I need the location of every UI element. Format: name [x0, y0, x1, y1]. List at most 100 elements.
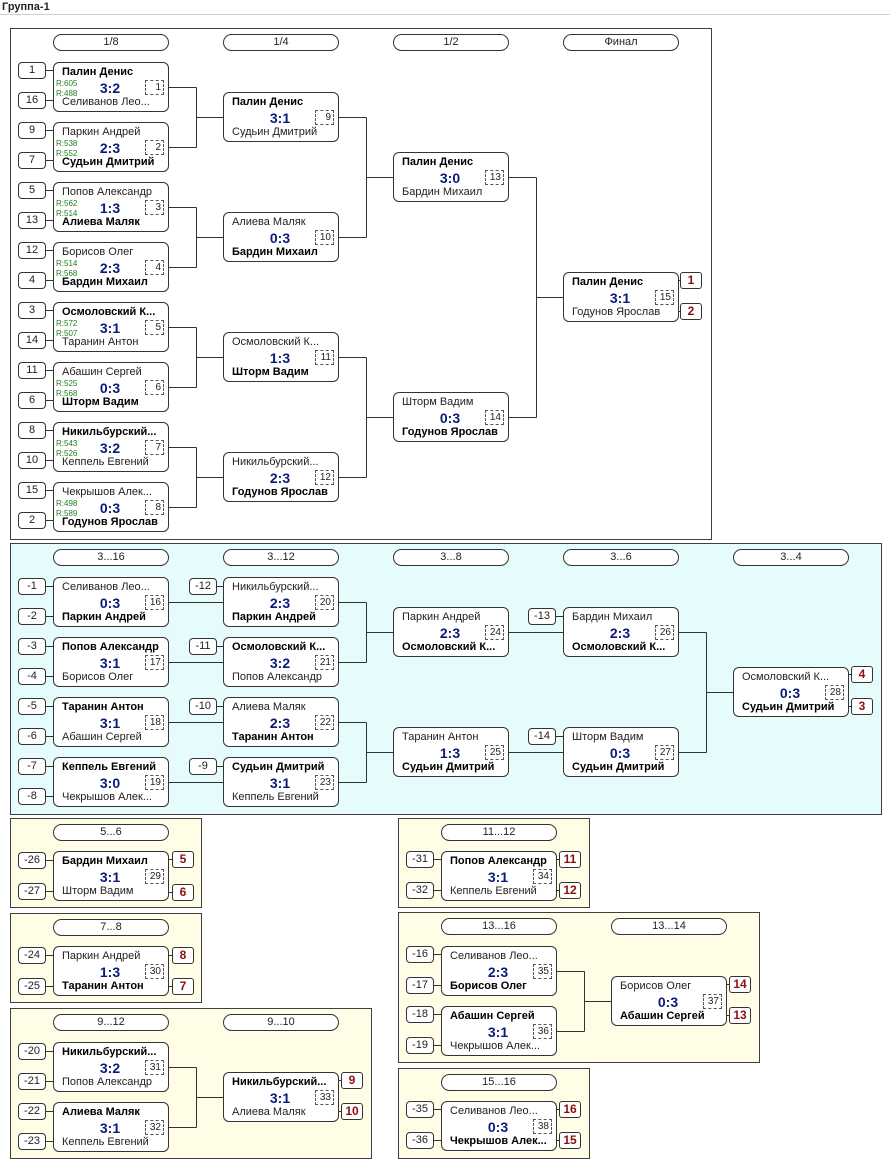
seed-box: 7: [18, 152, 46, 169]
match-number: 1: [145, 80, 164, 95]
match-number: 5: [145, 320, 164, 335]
match-score: 3:1: [99, 320, 121, 336]
round-header: 3...12: [223, 549, 339, 566]
player-2-name: Годунов Ярослав: [62, 516, 158, 528]
player-1-name: Палин Денис: [572, 276, 644, 288]
player-1-name: Осмоловский К...: [232, 336, 320, 348]
player-2-name: Судьин Дмитрий: [742, 701, 835, 713]
match-number: 10: [315, 230, 334, 245]
match-score: 0:3: [439, 410, 461, 426]
match-score: 3:1: [99, 655, 121, 671]
match-number: 11: [315, 350, 334, 365]
match-number: 33: [315, 1090, 334, 1105]
match-number: 32: [145, 1120, 164, 1135]
player-1-name: Никильбурский...: [62, 1046, 157, 1058]
seed-box: -18: [406, 1006, 434, 1023]
seed-box: 10: [18, 452, 46, 469]
match-number: 9: [315, 110, 334, 125]
player-1-name: Бардин Михаил: [572, 611, 653, 623]
player-2-name: Кеппель Евгений: [450, 885, 537, 897]
match-score: 3:2: [99, 80, 121, 96]
match-score: 2:3: [99, 140, 121, 156]
seed-box: -22: [18, 1103, 46, 1120]
match-number: 28: [825, 685, 844, 700]
player-1-name: Чекрышов Алек...: [62, 486, 152, 498]
player-1-name: Никильбурский...: [62, 426, 157, 438]
match-number: 14: [485, 410, 504, 425]
seed-box: -25: [18, 978, 46, 995]
player-2-name: Бардин Михаил: [62, 276, 148, 288]
match-score: 0:3: [99, 500, 121, 516]
round-header: 1/2: [393, 34, 509, 51]
seed-box: 6: [18, 392, 46, 409]
player-1-name: Никильбурский...: [232, 456, 319, 468]
player-1-name: Кеппель Евгений: [62, 761, 157, 773]
player-1-name: Таранин Антон: [62, 701, 144, 713]
player-2-name: Таранин Антон: [62, 336, 139, 348]
round-header: 9...12: [53, 1014, 169, 1031]
player-1-name: Борисов Олег: [62, 246, 134, 258]
match-number: 37: [703, 994, 722, 1009]
match-score: 3:1: [487, 869, 509, 885]
player-2-rating: R:552: [56, 149, 78, 158]
match-score: 0:3: [609, 745, 631, 761]
player-1-name: Судьин Дмитрий: [232, 761, 325, 773]
seed-box: -36: [406, 1132, 434, 1149]
player-2-name: Селиванов Лео...: [62, 96, 150, 108]
player-1-name: Алиева Маляк: [232, 701, 306, 713]
player-1-rating: R:514: [56, 259, 78, 268]
match-number: 25: [485, 745, 504, 760]
match-number: 24: [485, 625, 504, 640]
player-2-name: Осмоловский К...: [572, 641, 666, 653]
player-1-rating: R:562: [56, 199, 78, 208]
player-2-name: Кеппель Евгений: [62, 1136, 149, 1148]
seed-box: -12: [189, 578, 217, 595]
match-score: 0:3: [779, 685, 801, 701]
seed-box: -23: [18, 1133, 46, 1150]
seed-box: 8: [18, 422, 46, 439]
round-header: 3...6: [563, 549, 679, 566]
match-number: 27: [655, 745, 674, 760]
player-1-name: Алиева Маляк: [232, 216, 306, 228]
seed-box: -1: [18, 578, 46, 595]
match-number: 31: [145, 1060, 164, 1075]
